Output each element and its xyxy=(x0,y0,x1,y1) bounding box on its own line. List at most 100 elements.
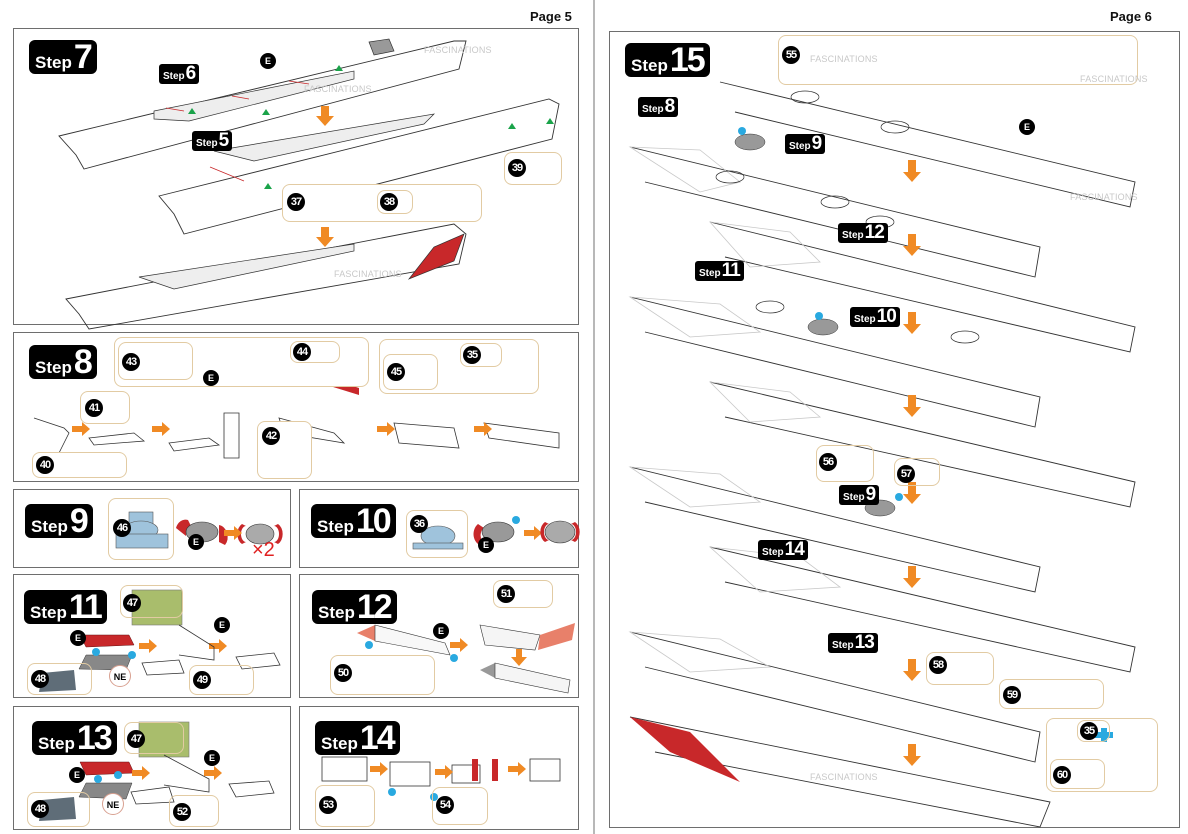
ref-step-word: Step xyxy=(832,640,854,651)
e-marker: E xyxy=(204,750,220,766)
part-46-shape xyxy=(115,511,169,549)
part-box-53: 53 xyxy=(315,785,375,827)
red-frame xyxy=(79,761,135,776)
e-marker: E xyxy=(214,617,230,633)
ref-step-number: 11 xyxy=(721,260,741,281)
part-number-50: 50 xyxy=(334,664,352,682)
step-badge-7: Step 7 xyxy=(29,40,97,74)
green-tab-markers xyxy=(188,65,554,189)
red-band xyxy=(473,524,488,547)
part-box-36: 36 xyxy=(406,510,468,558)
ref-step-number: 13 xyxy=(854,632,875,653)
step-word: Step xyxy=(35,53,72,72)
step-12-illustration xyxy=(357,623,575,694)
step-badge-8: Step 8 xyxy=(29,345,97,379)
part-number-36: 36 xyxy=(410,515,428,533)
part-number-56: 56 xyxy=(819,453,837,471)
part-box-54: 54 xyxy=(432,787,488,825)
ref-step-word: Step xyxy=(699,268,721,279)
part-number-35: 35 xyxy=(1080,722,1098,740)
step-7-illustration xyxy=(58,38,560,330)
glue-dot xyxy=(388,788,396,796)
part-number-59: 59 xyxy=(1003,686,1021,704)
e-marker: E xyxy=(203,370,219,386)
part-number-49: 49 xyxy=(193,671,211,689)
part-box-58: 58 xyxy=(926,652,994,685)
orange-right-arrow xyxy=(224,526,242,540)
part-number-48: 48 xyxy=(31,800,49,818)
step-number: 10 xyxy=(355,502,392,540)
step-9-panel: Step 9 46 E ×2 xyxy=(13,489,291,568)
part-number-58: 58 xyxy=(929,656,947,674)
part-box-60: 60 xyxy=(1050,759,1105,789)
ne-marker: NE xyxy=(102,793,124,815)
orange-down-arrow xyxy=(511,649,527,666)
glue-dot xyxy=(92,648,100,656)
ref-step-word: Step xyxy=(163,71,185,82)
step-number: 14 xyxy=(359,719,396,757)
ref-step-number: 5 xyxy=(218,130,230,151)
part-box-44: 44 xyxy=(290,341,340,363)
ref-step-number: 12 xyxy=(864,222,885,243)
part-box-59: 59 xyxy=(999,679,1104,709)
step-12-panel: Step 12 50 51 E xyxy=(299,574,579,698)
watermark: FASCINATIONS xyxy=(334,269,402,279)
step-word: Step xyxy=(35,358,72,377)
step-13-panel: Step 13 47 48 52 E E NE xyxy=(13,706,291,830)
red-band xyxy=(540,522,549,542)
glue-dot xyxy=(128,651,136,659)
ref-step-number: 8 xyxy=(664,96,676,117)
glue-dot xyxy=(365,641,373,649)
orange-right-arrow xyxy=(139,639,157,653)
part-47-shape xyxy=(131,589,183,626)
step-15-illustration xyxy=(628,81,1136,828)
orange-right-arrow xyxy=(132,766,150,780)
watermark: FASCINATIONS xyxy=(1070,192,1138,202)
part-36-shape xyxy=(412,525,464,550)
orange-right-arrow xyxy=(450,638,468,652)
part-number-35: 35 xyxy=(463,346,481,364)
grey-cylinder xyxy=(481,521,515,543)
part-box-39: 39 xyxy=(504,152,562,185)
step-badge-14: Step 14 xyxy=(315,721,400,755)
step-8-panel: Step 8 43 44 E 41 40 42 45 35 xyxy=(13,332,579,482)
hull-stages xyxy=(629,81,1136,828)
part-number-39: 39 xyxy=(508,159,526,177)
part-number-54: 54 xyxy=(436,796,454,814)
step-number: 15 xyxy=(669,41,706,79)
part-box-35: 35 xyxy=(460,343,502,367)
e-marker: E xyxy=(69,767,85,783)
part-box-35: 35 xyxy=(1077,720,1110,742)
ref-step-number: 6 xyxy=(185,63,197,84)
step-11-panel: Step 11 47 48 49 E E NE xyxy=(13,574,291,698)
step-badge-12: Step 12 xyxy=(312,590,397,624)
ref-step-word: Step xyxy=(789,141,811,152)
part-box-46: 46 xyxy=(108,498,174,560)
part-48-shape xyxy=(39,797,76,821)
e-marker: E xyxy=(1019,119,1035,135)
step-badge-9: Step 9 xyxy=(25,504,93,538)
deck-strip xyxy=(374,624,451,656)
part-box-43-44: 43 44 E xyxy=(114,337,369,387)
part-box-56: 56 xyxy=(816,445,874,482)
e-marker: E xyxy=(478,537,494,553)
step-word: Step xyxy=(38,734,75,753)
step-number: 11 xyxy=(68,588,103,626)
red-flap xyxy=(492,759,498,781)
part-number-43: 43 xyxy=(122,353,140,371)
orange-right-arrows xyxy=(370,762,526,779)
step-word: Step xyxy=(318,603,355,622)
grey-tip xyxy=(480,663,495,678)
page-number-5: Page 5 xyxy=(530,9,572,24)
part-box-38: 38 xyxy=(377,190,413,214)
part-box-48: 48 xyxy=(27,792,90,827)
step-11-illustration xyxy=(39,589,281,692)
step-number: 12 xyxy=(356,588,393,626)
step-word: Step xyxy=(321,734,358,753)
part-box-48: 48 xyxy=(27,663,92,695)
step-number: 7 xyxy=(73,38,93,76)
glue-dots xyxy=(738,127,903,501)
